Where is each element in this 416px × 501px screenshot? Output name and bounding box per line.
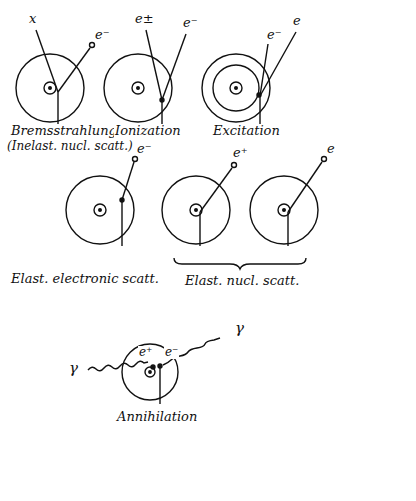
text-label: e bbox=[292, 14, 302, 28]
text-label: e⁻ bbox=[94, 28, 111, 42]
text-label: Elast. nucl. scatt. bbox=[184, 274, 300, 288]
text-label: Elast. electronic scatt. bbox=[10, 272, 160, 286]
text-label: γ bbox=[234, 320, 245, 337]
text-label: e⁻ bbox=[182, 16, 199, 30]
text-label: e⁻ bbox=[266, 28, 283, 42]
text-label: e⁻ bbox=[164, 346, 179, 359]
text-label: (Inelast. nucl. scatt.) bbox=[6, 140, 134, 153]
text-label: Bremsstrahlung bbox=[10, 124, 118, 138]
text-label: e⁺ bbox=[138, 346, 153, 359]
text-label: e bbox=[326, 142, 336, 156]
text-label: Annihilation bbox=[116, 410, 198, 424]
text-label: e⁺ bbox=[232, 146, 249, 160]
text-label: γ bbox=[68, 360, 79, 377]
text-label: Ionization bbox=[114, 124, 182, 138]
text-label: e⁻ bbox=[136, 142, 153, 156]
text-label: e± bbox=[134, 12, 155, 26]
text-label: x bbox=[28, 12, 37, 26]
text-label: Excitation bbox=[212, 124, 281, 138]
